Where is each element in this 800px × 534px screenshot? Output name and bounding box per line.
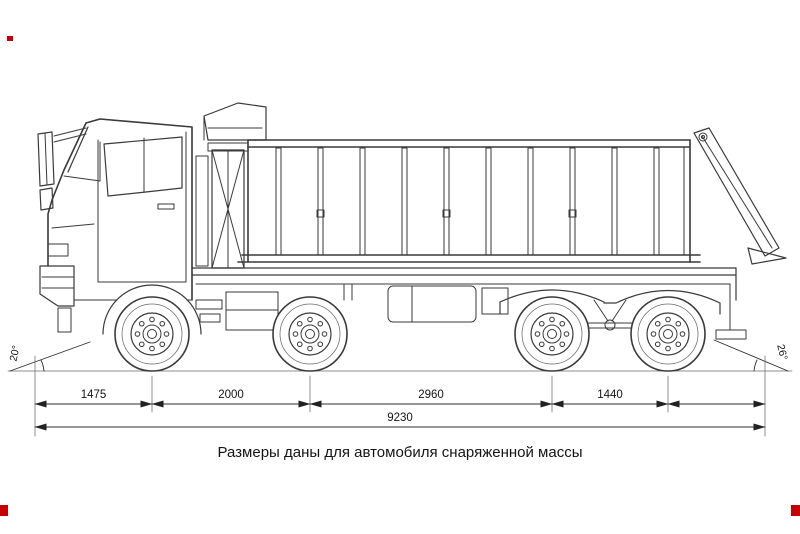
wheel-axle-1: [114, 296, 190, 372]
truck-cab: [37, 118, 223, 335]
battery-box: [225, 291, 279, 331]
wheel-axle-4: [630, 296, 706, 372]
dim-front-overhang: 1475: [81, 389, 107, 401]
rear-fenders: [499, 289, 721, 315]
dim-axle1-axle2: 2000: [218, 389, 244, 401]
front-approach-angle: 20°: [8, 341, 91, 372]
cab-step-lower: [199, 313, 221, 323]
wheel-axle-3: [514, 296, 590, 372]
fuel-tank: [387, 285, 477, 323]
hydraulic-hoist: [207, 142, 249, 269]
cab-step-upper: [195, 299, 223, 310]
rear-angle-label: 26°: [774, 343, 789, 361]
rear-underrun-bar: [715, 329, 747, 340]
red-mark-bottom-right: [791, 505, 800, 516]
tool-box: [481, 287, 509, 315]
tailgate: [693, 127, 787, 265]
red-mark-top-left: [7, 36, 13, 41]
wheel-axle-2: [272, 296, 348, 372]
red-mark-bottom-left: [0, 505, 8, 516]
dimension-lines: 1475 2000 2960 1440 9230: [34, 355, 766, 437]
side-mirror: [37, 127, 87, 211]
dim-axle2-axle3: 2960: [418, 389, 444, 401]
front-angle-label: 20°: [8, 344, 23, 362]
front-mudflap: [57, 307, 72, 333]
headlight: [47, 243, 69, 257]
body-ribs: [275, 147, 660, 256]
dim-overall-length: 9230: [387, 412, 413, 424]
dim-axle3-axle4: 1440: [597, 389, 623, 401]
door-handle: [157, 203, 175, 210]
cab-protector-canopy: [203, 102, 267, 141]
drawing-caption: Размеры даны для автомобиля снаряженной …: [217, 444, 583, 461]
dump-body: [237, 127, 787, 265]
air-intake-stack: [195, 155, 209, 267]
rear-departure-angle: 26°: [713, 339, 790, 372]
